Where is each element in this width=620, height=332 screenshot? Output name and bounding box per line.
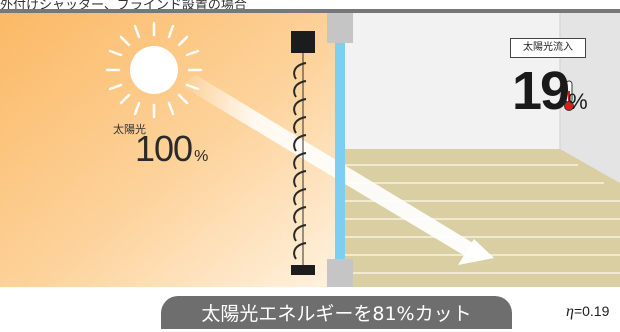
window-frame-bottom [327,259,353,287]
diagram-scene [0,13,620,287]
eta-value: η=0.19 [566,303,609,321]
sunlight-ray-arrow [180,75,494,265]
caption-rule [0,9,620,13]
eta-number: =0.19 [573,303,610,319]
inflow-value: 19 [512,61,570,121]
window-frame-top [327,13,353,43]
energy-cut-badge: 太陽光エネルギーを81%カット [161,296,512,329]
inflow-unit: % [568,89,588,114]
sunlight-value: 100 [135,128,193,169]
inflow-percentage: 19% [512,60,588,122]
sunlight-label: 太陽光 [113,123,146,136]
sun-icon [105,21,203,119]
window-glass [335,43,345,259]
inflow-label: 太陽光流入 [510,38,586,58]
external-blind-icon [291,31,315,275]
thermometer-icon [564,80,574,111]
sunlight-percentage: 100% [135,128,208,170]
eta-symbol: η [566,303,574,320]
sunlight-unit: % [194,148,209,165]
